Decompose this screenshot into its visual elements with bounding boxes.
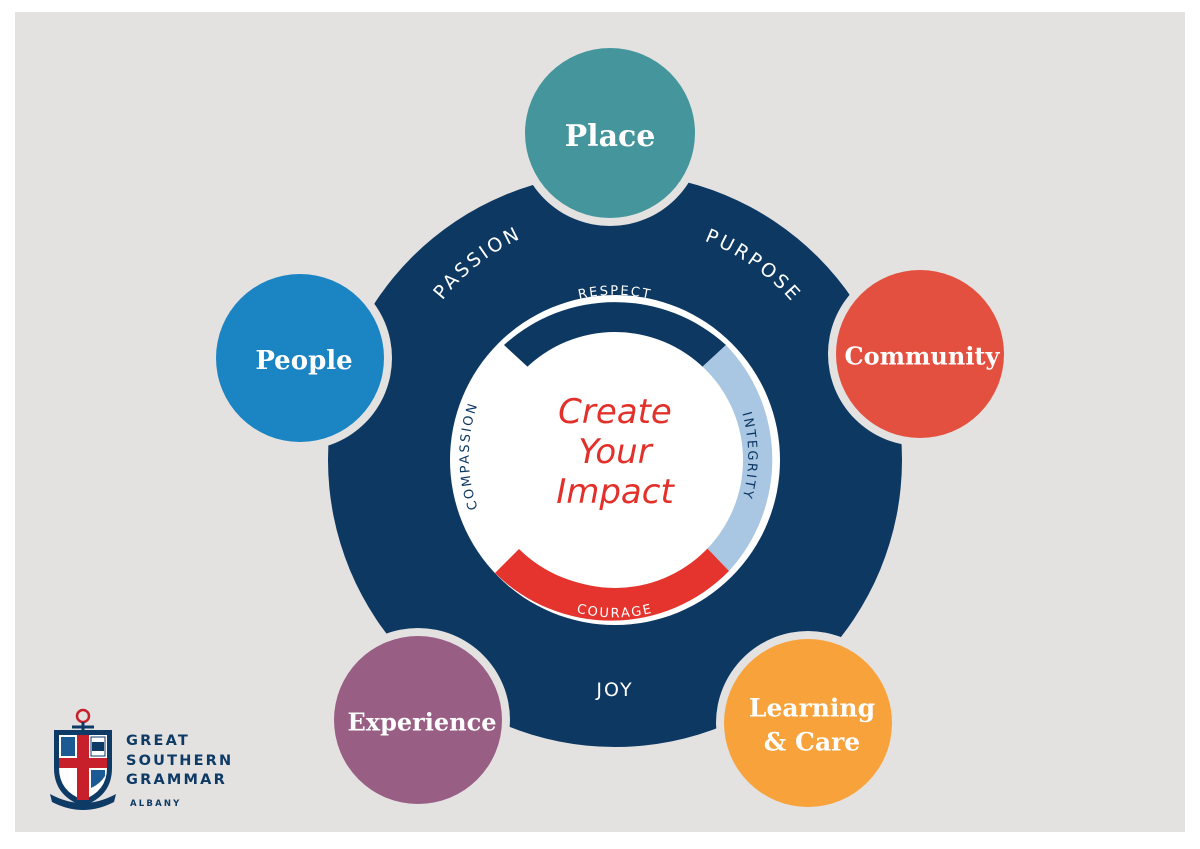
integrity-label: INTEGRITY: [738, 410, 759, 501]
learning-label-line1: Learning: [749, 694, 875, 723]
people-circle: [216, 274, 384, 442]
logo-line-3: GRAMMAR: [126, 772, 227, 788]
learning-label-line2: & Care: [764, 728, 860, 757]
people-label: People: [255, 346, 352, 376]
integrity-segment: [700, 345, 773, 571]
learning-circle: [724, 639, 892, 807]
place-label: Place: [565, 119, 656, 154]
place-circle: [525, 48, 695, 218]
logo-subtitle: ALBANY: [130, 799, 182, 809]
experience-label: Experience: [347, 708, 496, 737]
logo-line-2: SOUTHERN: [126, 752, 234, 769]
center-title-line1: Create: [558, 392, 672, 432]
joy-label: JOY: [595, 679, 633, 701]
courage-segment: [495, 546, 729, 621]
experience-circle: [334, 636, 502, 804]
logo-wordmark: GREAT SOUTHERN GRAMMAR: [126, 732, 233, 791]
community-label: Community: [845, 342, 1001, 371]
center-circle: [487, 332, 743, 588]
school-logo: GREAT SOUTHERN GRAMMAR ALBANY: [48, 706, 248, 816]
compassion-label: COMPASSION: [458, 400, 482, 512]
community-circle: [836, 270, 1004, 438]
center-title-line3: Impact: [556, 472, 675, 512]
respect-label: RESPECT: [577, 284, 653, 303]
crest-icon: [50, 708, 116, 810]
center-title-line2: Your: [578, 432, 653, 472]
logo-line-1: GREAT: [126, 733, 190, 749]
courage-label: COURAGE: [575, 602, 654, 622]
